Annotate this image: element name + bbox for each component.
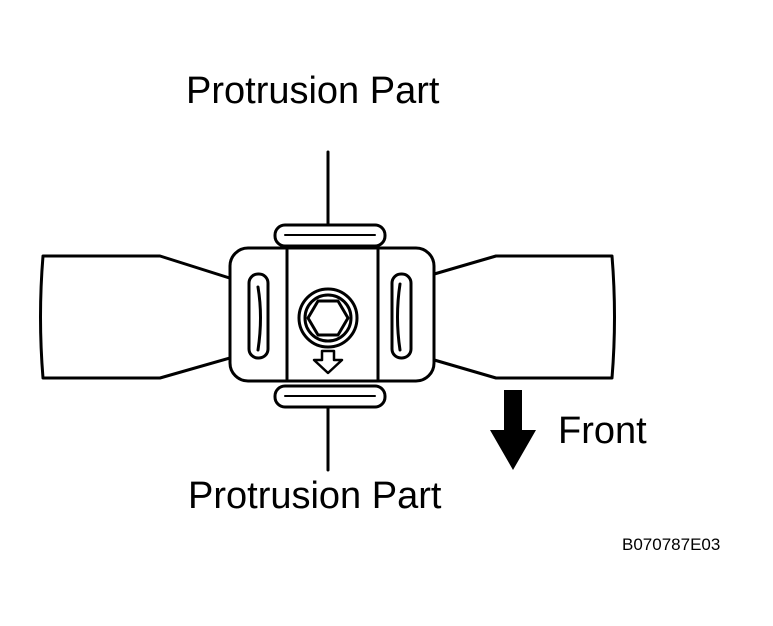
buckle-direction-arrow-icon (312, 349, 344, 375)
right-strap-end (396, 282, 402, 352)
protrusion-part-bottom-label: Protrusion Part (188, 475, 442, 517)
protrusion-part-top-label: Protrusion Part (186, 70, 440, 112)
front-label: Front (558, 410, 647, 452)
right-belt-strap (398, 254, 616, 380)
bolt-hex-head (306, 299, 350, 337)
left-belt-strap (39, 254, 260, 380)
right-belt-slot (390, 272, 413, 360)
left-belt-slot (247, 272, 270, 360)
front-direction-arrow-icon (490, 390, 536, 470)
figure-id: B070787E03 (622, 535, 721, 554)
left-strap-end (256, 285, 262, 352)
